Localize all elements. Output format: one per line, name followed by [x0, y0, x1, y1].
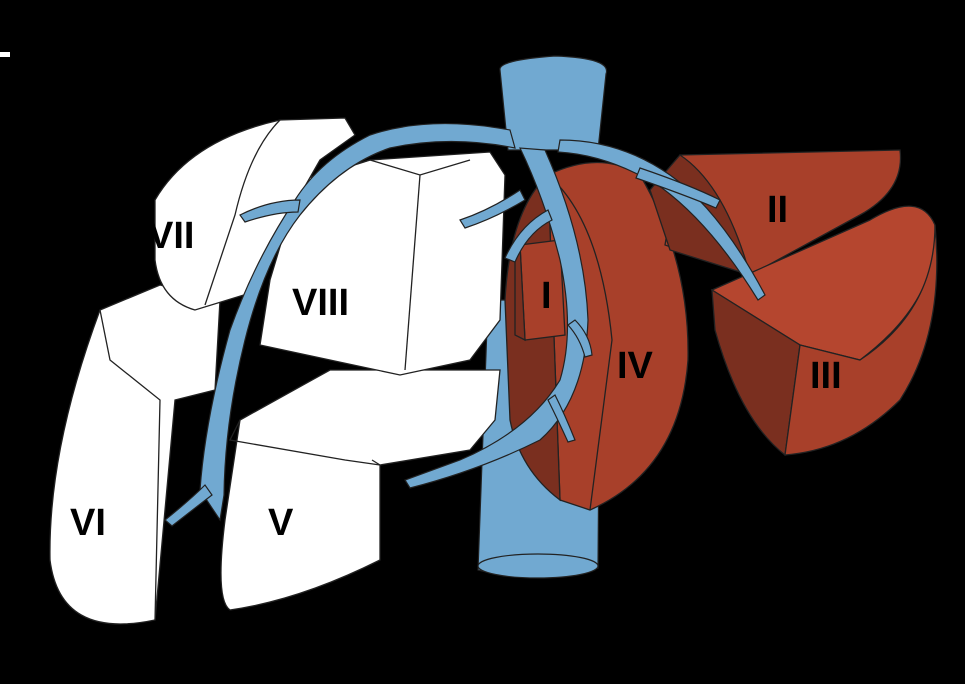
- segment-label-vi: VI: [70, 502, 106, 544]
- segment-label-v: V: [268, 502, 294, 544]
- segment-label-viii: VIII: [292, 282, 349, 324]
- segment-label-ii: II: [767, 189, 788, 231]
- segment-label-i: I: [541, 275, 552, 317]
- segment-label-vii: VII: [148, 215, 194, 257]
- segment-label-iv: IV: [617, 345, 654, 387]
- corner-mark: [0, 52, 10, 57]
- segment-label-iii: III: [810, 355, 842, 397]
